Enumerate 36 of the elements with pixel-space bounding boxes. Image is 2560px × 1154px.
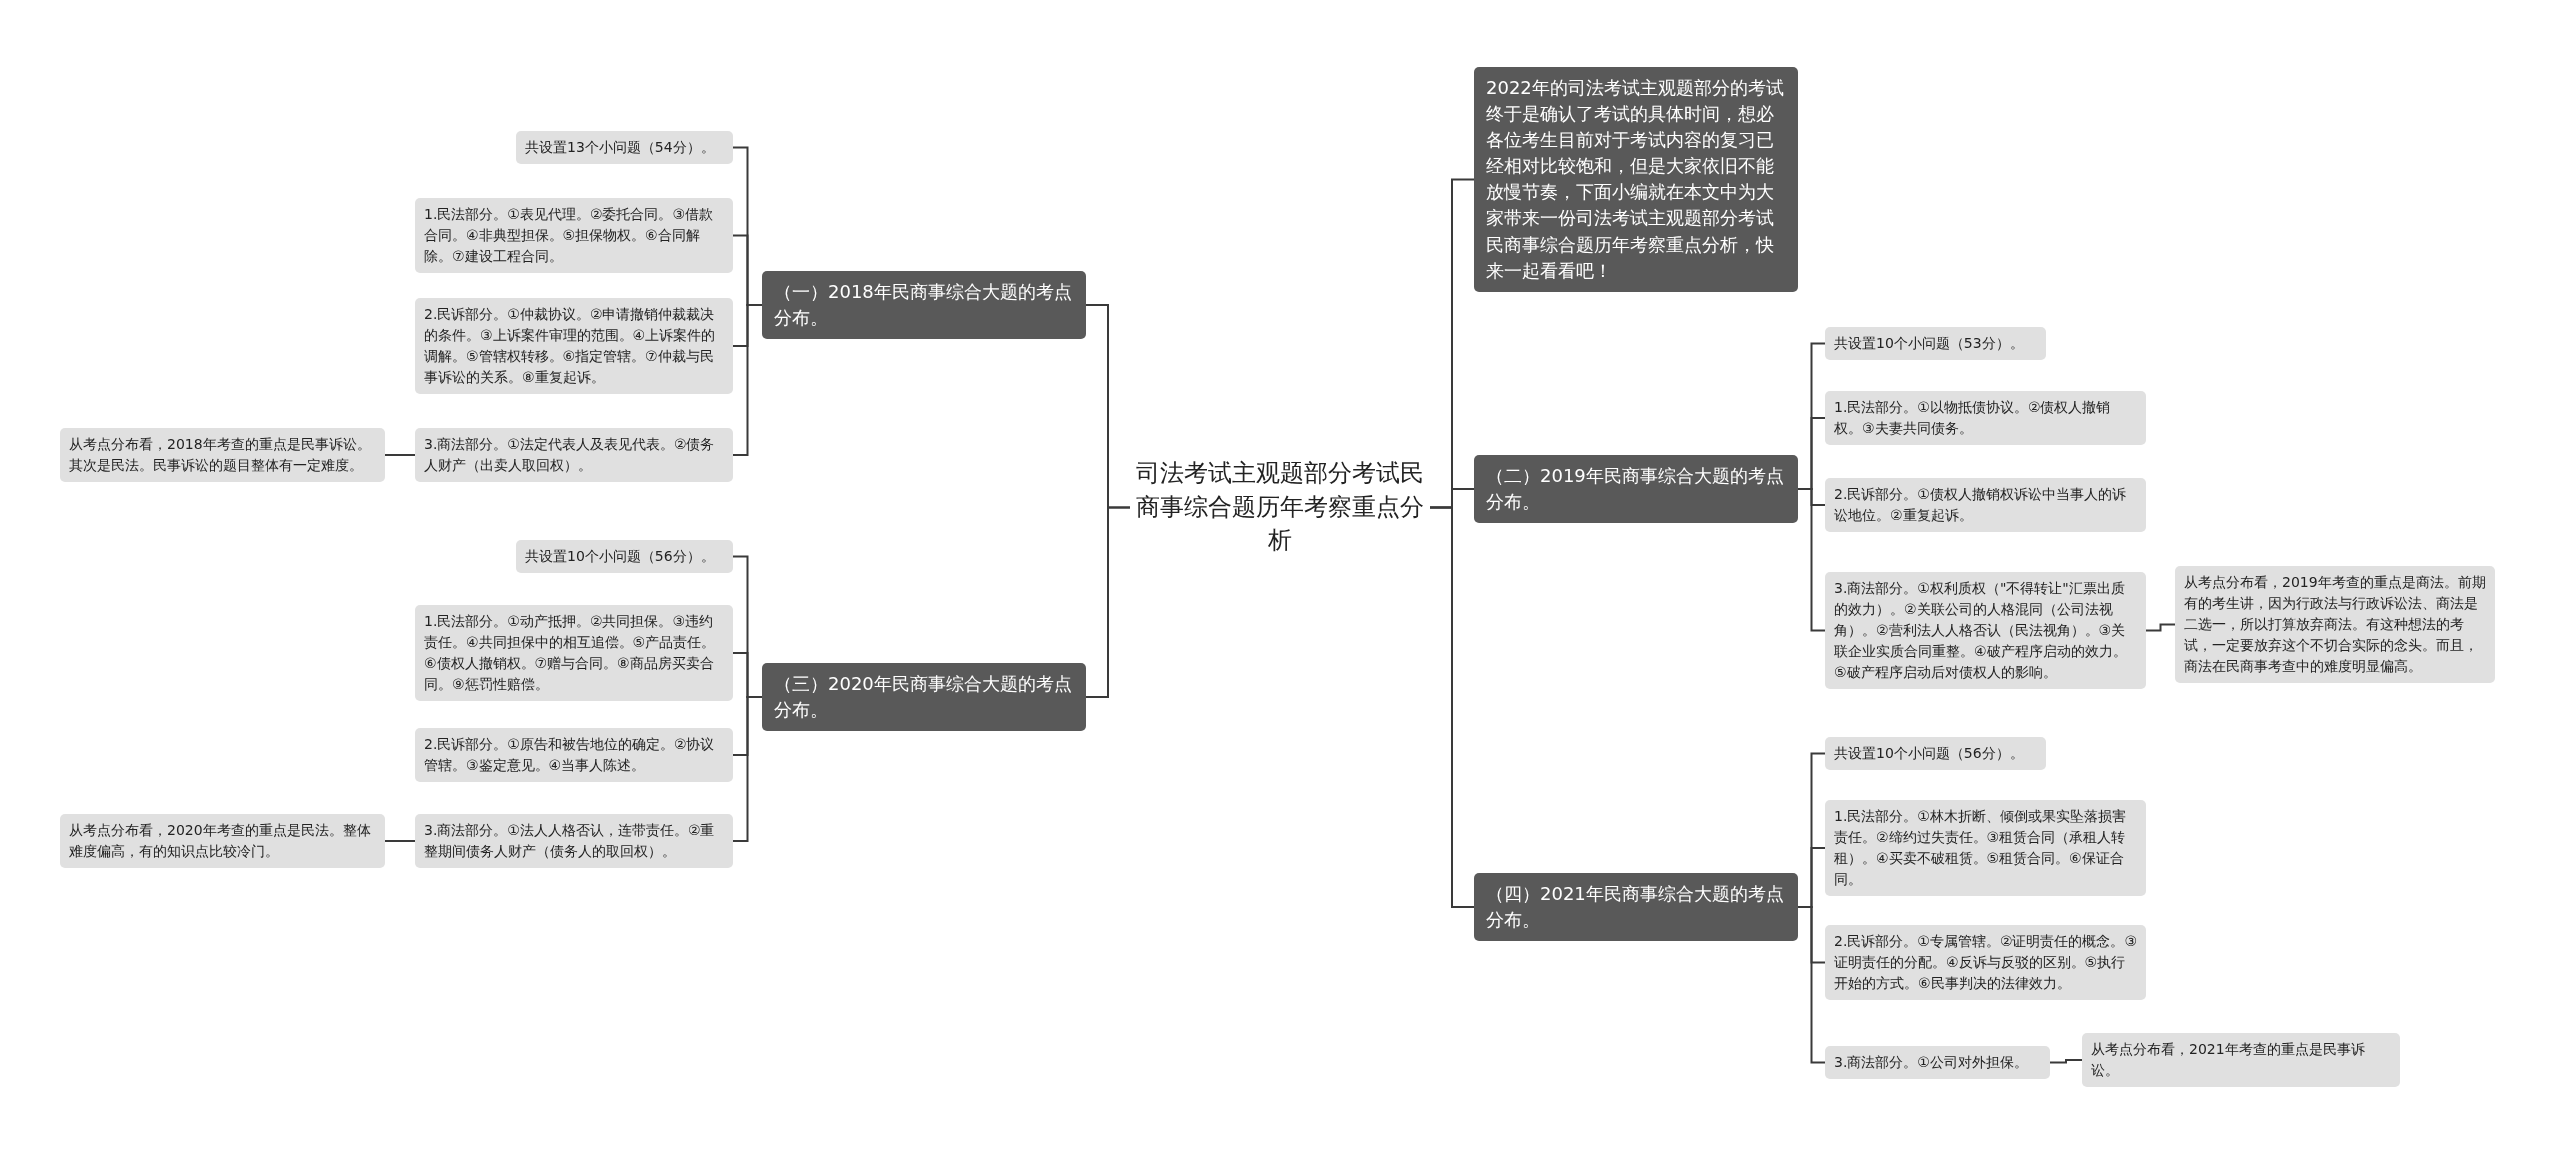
connector-line [2145, 623, 2176, 632]
connector-line [1797, 906, 1826, 1064]
subtopic-box: 从考点分布看，2019年考查的重点是商法。前期有的考生讲，因为行政法与行政诉讼法、商法是二选一，所以打算放弃商法。有这种想法的考试，一定要放弃这个不切合实际的念头。而且，商法在民商事考查中的难度明显偏高。 [2175, 566, 2495, 683]
subtopic-box: 2.民诉部分。①专属管辖。②证明责任的概念。③证明责任的分配。④反诉与反驳的区别。⑤执行开始的方式。⑥民事判决的法律效力。 [1825, 925, 2146, 1000]
subtopic-box: 3.商法部分。①权利质权（"不得转让"汇票出质的效力）。②关联公司的人格混同（公司法视角）。②营利法人人格否认（民法视角）。③关联企业实质合同重整。④破产程序启动的效力。⑤破产程序启动后对债权人的影响。 [1825, 572, 2146, 689]
branch-topic: 2022年的司法考试主观题部分的考试终于是确认了考试的具体时间，想必各位考生目前对于考试内容的复习已经相对比较饱和，但是大家依旧不能放慢节奏，下面小编就在本文中为大家带来一份司法考试主观题部分考试民商事综合题历年考察重点分析，快来一起看看吧！ [1474, 67, 1798, 292]
connector-line [1429, 506, 1475, 909]
subtopic-box: 1.民法部分。①林木折断、倾倒或果实坠落损害责任。②缔约过失责任。③租赁合同（承租人转租）。④买卖不破租赁。⑤租赁合同。⑥保证合同。 [1825, 800, 2146, 896]
subtopic-box: 从考点分布看，2021年考查的重点是民事诉讼。 [2082, 1033, 2400, 1087]
branch-topic: （三）2020年民商事综合大题的考点分布。 [762, 663, 1086, 732]
subtopic-box: 3.商法部分。①公司对外担保。 [1825, 1046, 2050, 1079]
branch-topic: （二）2019年民商事综合大题的考点分布。 [1474, 455, 1798, 524]
subtopic-box: 2.民诉部分。①仲裁协议。②申请撤销仲裁裁决的条件。③上诉案件审理的范围。④上诉案件的调解。⑤管辖权转移。⑥指定管辖。⑦仲裁与民事诉讼的关系。⑧重复起诉。 [415, 298, 733, 394]
subtopic-box: 1.民法部分。①以物抵债协议。②债权人撤销权。③夫妻共同债务。 [1825, 391, 2146, 445]
subtopic-box: 3.商法部分。①法人人格否认，连带责任。②重整期间债务人财产（债务人的取回权）。 [415, 814, 733, 868]
connector-line [384, 840, 416, 842]
subtopic-box: 从考点分布看，2018年考查的重点是民事诉讼。其次是民法。民事诉讼的题目整体有一定难度。 [60, 428, 385, 482]
subtopic-box: 2.民诉部分。①原告和被告地位的确定。②协议管辖。③鉴定意见。④当事人陈述。 [415, 728, 733, 782]
connector-line [384, 454, 416, 456]
subtopic-box: 共设置10个小问题（53分）。 [1825, 327, 2046, 360]
branch-topic: （四）2021年民商事综合大题的考点分布。 [1474, 873, 1798, 942]
subtopic-box: 共设置10个小问题（56分）。 [1825, 737, 2046, 770]
connector-line [732, 696, 763, 842]
connector-line [732, 304, 763, 456]
subtopic-box: 共设置10个小问题（56分）。 [516, 540, 733, 573]
subtopic-box: 1.民法部分。①表见代理。②委托合同。③借款合同。④非典型担保。⑤担保物权。⑥合同解除。⑦建设工程合同。 [415, 198, 733, 273]
connector-line [2049, 1059, 2083, 1064]
branch-topic: （一）2018年民商事综合大题的考点分布。 [762, 271, 1086, 340]
central-topic: 司法考试主观题部分考试民商事综合题历年考察重点分析 [1130, 455, 1430, 560]
subtopic-box: 共设置13个小问题（54分）。 [516, 131, 733, 164]
connector-line [1085, 506, 1131, 699]
connector-line [1797, 488, 1826, 632]
subtopic-box: 2.民诉部分。①债权人撤销权诉讼中当事人的诉讼地位。②重复起诉。 [1825, 478, 2146, 532]
subtopic-box: 1.民法部分。①动产抵押。②共同担保。③违约责任。④共同担保中的相互追偿。⑤产品责任。⑥债权人撤销权。⑦赠与合同。⑧商品房买卖合同。⑨惩罚性赔偿。 [415, 605, 733, 701]
subtopic-box: 从考点分布看，2020年考查的重点是民法。整体难度偏高，有的知识点比较冷门。 [60, 814, 385, 868]
subtopic-box: 3.商法部分。①法定代表人及表见代表。②债务人财产（出卖人取回权）。 [415, 428, 733, 482]
